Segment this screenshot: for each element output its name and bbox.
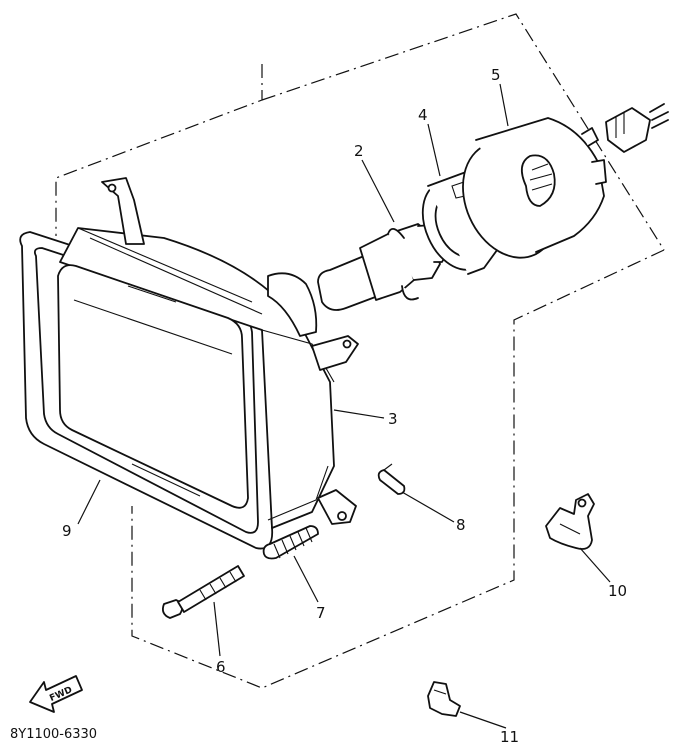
rubber-cover (462, 117, 607, 259)
callout-4: 4 (418, 106, 428, 124)
callout-8: 8 (456, 516, 466, 534)
spring (262, 525, 319, 560)
callout-10: 10 (608, 582, 627, 600)
callout-3: 3 (388, 410, 398, 428)
callout-9: 9 (62, 522, 72, 540)
headlight-unit (57, 177, 359, 529)
callout-6: 6 (216, 658, 226, 676)
bolt (161, 565, 245, 619)
callouts: 2 4 5 3 8 9 10 6 7 11 (62, 66, 627, 746)
callout-11: 11 (500, 728, 519, 746)
clip (377, 463, 406, 495)
leader-lines (77, 83, 611, 729)
drawing-code: 8Y1100-6330 (10, 727, 97, 742)
connector-plug (605, 103, 669, 153)
callout-2: 2 (354, 142, 364, 160)
clip-nut (427, 681, 461, 717)
callout-5: 5 (491, 66, 501, 84)
fwd-arrow-icon: FWD (29, 675, 83, 713)
callout-7: 7 (316, 604, 326, 622)
clamp (545, 493, 595, 550)
assembly-boundary (55, 13, 665, 689)
